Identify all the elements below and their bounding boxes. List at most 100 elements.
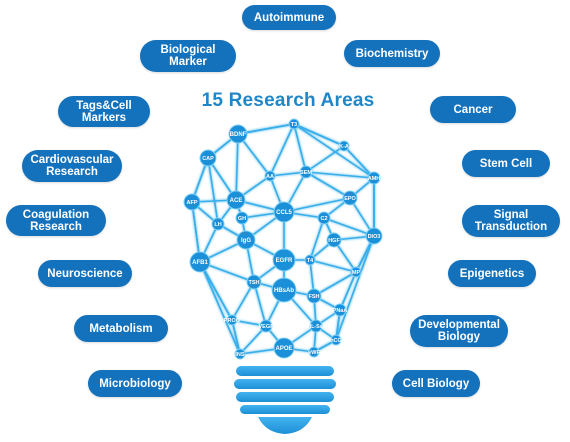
area-pill-label: Stem Cell	[479, 157, 533, 170]
node-label: ACE	[230, 198, 243, 204]
bulb-base-ring-2	[234, 379, 336, 389]
area-pill-developmental-biology: Developmental Biology	[410, 315, 508, 347]
node-label: MP	[352, 270, 361, 276]
node-label: LH	[214, 222, 221, 228]
network-edges	[191, 123, 375, 355]
diagram-title: 15 Research Areas	[201, 90, 375, 111]
node-afp: AFP	[183, 193, 201, 211]
node-label: BDNF	[230, 132, 247, 138]
area-pill-label: Biochemistry	[355, 47, 429, 60]
area-pill-tags-cell-markers: Tags&Cell Markers	[58, 96, 150, 127]
area-pill-label: Cardiovascular Research	[30, 154, 114, 178]
node-label: EGFR	[276, 258, 293, 264]
node-circle	[342, 190, 358, 206]
bulb-base	[234, 366, 336, 434]
node-fsh: FSH	[306, 288, 322, 304]
node-vwf: vWF	[308, 346, 320, 358]
node-ins: INS	[234, 348, 246, 360]
area-pill-label: Cancer	[453, 103, 493, 116]
node-label: AFP	[187, 200, 198, 206]
edge-t3-amh	[293, 123, 375, 179]
node-label: GH	[238, 216, 246, 222]
edge-t3-aa	[269, 123, 295, 177]
edge-t3-sem	[293, 123, 307, 173]
bulb-base-ring-3	[236, 392, 334, 402]
area-pill-label: Microbiology	[99, 377, 171, 390]
edge-afb1-ins	[199, 261, 241, 355]
node-label: INS	[235, 352, 245, 358]
node-circle	[272, 248, 296, 272]
node-circle	[304, 254, 316, 266]
area-pill-stem-cell: Stem Cell	[462, 150, 550, 177]
edge-afb1-fbc	[199, 261, 233, 321]
node-egfr: EGFR	[272, 248, 296, 272]
node-circle	[259, 319, 273, 333]
node-circle	[306, 288, 322, 304]
area-pill-microbiology: Microbiology	[88, 370, 182, 397]
area-pill-label: Biological Marker	[160, 44, 216, 68]
node-label: AFB1	[192, 260, 208, 266]
area-pill-cancer: Cancer	[430, 96, 516, 123]
area-pill-cell-biology: Cell Biology	[392, 370, 480, 397]
edge-t4-mp	[309, 259, 357, 273]
edge-ccl5-epo	[283, 197, 351, 213]
edge-sem-ka	[305, 145, 345, 173]
edge-fbc-ins	[231, 319, 241, 355]
node-label: AA	[266, 174, 274, 180]
node-vegf: VEGF	[259, 319, 275, 333]
node-apoe: APOE	[273, 337, 295, 359]
node-label: T4	[307, 258, 314, 264]
node-circle	[236, 230, 256, 250]
node-c2: C2	[317, 211, 331, 225]
node-mp: MP	[350, 266, 362, 278]
area-pill-label: Metabolism	[89, 322, 153, 335]
node-ka: K-A	[338, 140, 350, 152]
node-circle	[288, 118, 300, 130]
node-label: CAP	[202, 156, 214, 162]
node-circle	[235, 211, 249, 225]
node-hbsab: HBsAb	[271, 277, 297, 303]
node-label: CCL5	[276, 210, 292, 216]
node-label: HBsAb	[274, 288, 294, 294]
node-circle	[350, 266, 362, 278]
node-label: HGF	[328, 238, 340, 244]
edge-sem-amh	[305, 171, 375, 179]
edge-mp-pnaa	[339, 271, 357, 311]
node-ace: ACE	[226, 190, 246, 210]
area-pill-label: Cell Biology	[402, 377, 470, 390]
node-hcg: hCG	[330, 334, 342, 346]
bulb-base-tip	[258, 417, 312, 434]
node-circle	[226, 190, 246, 210]
node-dio3: DIO3	[365, 227, 383, 245]
node-t4: T4	[304, 254, 316, 266]
node-amh: AMH	[367, 171, 381, 185]
area-pill-biological-marker: Biological Marker	[140, 40, 236, 72]
edge-c2-t4	[309, 217, 325, 261]
node-circle	[317, 211, 331, 225]
area-pill-cardiovascular-research: Cardiovascular Research	[22, 150, 122, 182]
area-pill-coagulation-research: Coagulation Research	[6, 205, 106, 236]
node-epo: EPO	[342, 190, 358, 206]
node-label: IL-5a	[310, 324, 324, 330]
node-circle	[189, 251, 211, 273]
node-igg: IgG	[236, 230, 256, 250]
edge-t3-ka	[293, 123, 345, 147]
node-tsh: TSH	[246, 274, 262, 290]
node-label: EPO	[344, 196, 356, 202]
node-circle	[273, 337, 295, 359]
edge-ka-amh	[343, 145, 375, 179]
node-circle	[246, 274, 262, 290]
node-label: vWF	[308, 350, 320, 356]
area-pill-epigenetics: Epigenetics	[448, 260, 536, 287]
node-circle	[273, 201, 295, 223]
area-pill-biochemistry: Biochemistry	[344, 40, 440, 67]
area-pill-label: Autoimmune	[253, 11, 325, 24]
node-afb1: AFB1	[189, 251, 211, 273]
area-pill-label: Tags&Cell Markers	[76, 99, 132, 124]
node-circle	[308, 346, 320, 358]
node-label: VEGF	[259, 324, 275, 330]
edge-mp-fsh	[313, 271, 357, 297]
node-aa: AA	[264, 170, 276, 182]
area-pill-label: Developmental Biology	[418, 319, 500, 343]
